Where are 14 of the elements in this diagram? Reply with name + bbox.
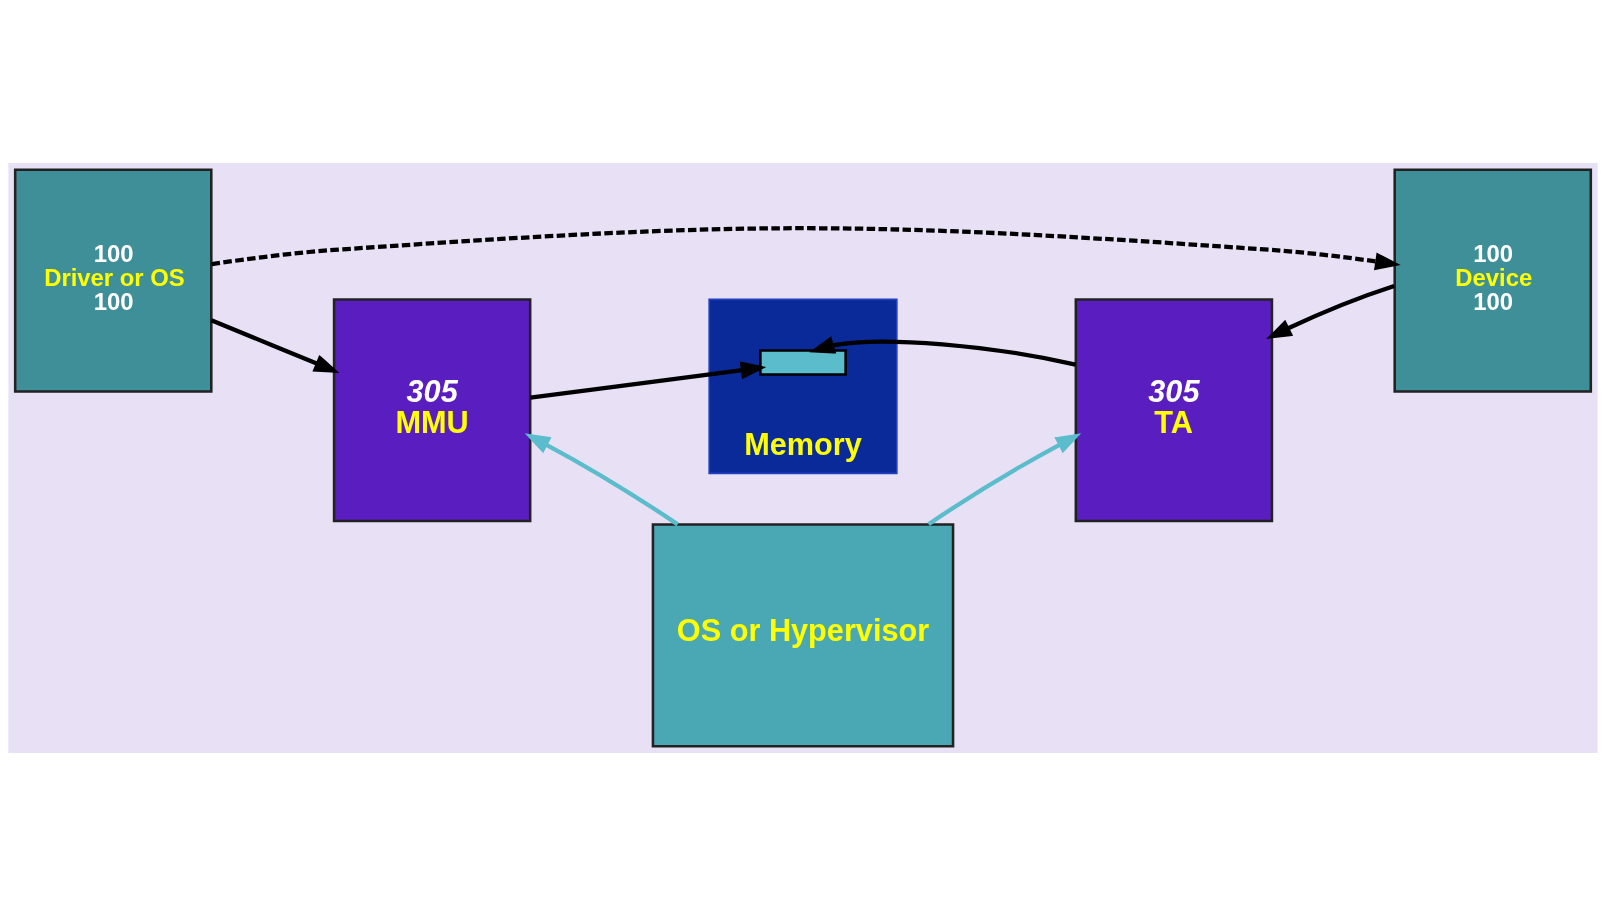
node-box: 305 TA bbox=[1074, 298, 1274, 523]
node-box: OS or Hypervisor bbox=[651, 523, 955, 748]
arrow bbox=[210, 318, 340, 373]
arrow bbox=[1266, 283, 1395, 340]
node-box bbox=[759, 349, 847, 376]
cluster: Memory bbox=[708, 298, 898, 475]
arrow bbox=[809, 336, 1077, 367]
arrow bbox=[927, 433, 1082, 526]
arrow bbox=[530, 361, 767, 400]
node-box: 100 Device 100 bbox=[1393, 168, 1593, 393]
arrow bbox=[211, 226, 1401, 271]
node-box: 305 MMU bbox=[332, 298, 532, 523]
node-box: 100 Driver or OS 100 bbox=[13, 168, 213, 393]
arrow bbox=[524, 433, 679, 527]
